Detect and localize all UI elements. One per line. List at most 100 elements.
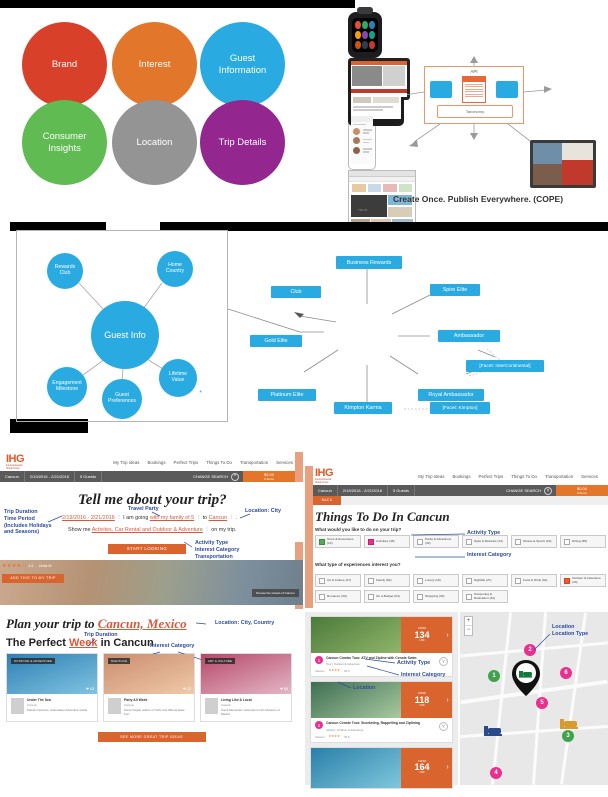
zoom-out-button[interactable]: −	[466, 627, 471, 633]
nav-item-services[interactable]: Services	[276, 459, 293, 465]
checkbox-icon[interactable]	[319, 577, 325, 584]
checkbox-checked-icon[interactable]	[368, 538, 374, 545]
nav-item-things-to-do[interactable]: Things To Do	[511, 473, 537, 479]
filter-shopping[interactable]: Shopping (23)	[413, 590, 459, 604]
filter-on-a-budget[interactable]: On a Budget (64)	[364, 590, 410, 604]
chevron-up-icon[interactable]: ^	[231, 472, 239, 481]
chevron-down-icon[interactable]: ˅	[544, 486, 552, 495]
checkbox-checked-icon[interactable]	[564, 577, 570, 584]
nav-item-bookings[interactable]: Bookings	[147, 459, 166, 465]
expand-listing-icon[interactable]: ˅	[439, 657, 448, 666]
change-search-label[interactable]: CHANGE SEARCH	[193, 474, 228, 480]
filter-label: Shopping (23)	[425, 593, 445, 598]
filter-shows-sports[interactable]: Shows & Sports (19)	[511, 535, 557, 549]
selected-hotel-marker[interactable]	[512, 660, 540, 696]
checkbox-icon[interactable]	[319, 593, 325, 600]
checkbox-icon[interactable]	[466, 538, 472, 545]
checkbox-icon[interactable]	[515, 577, 521, 584]
tour-listing[interactable]: FROM 164 USD ›	[310, 746, 453, 789]
price-value: 134	[414, 629, 430, 640]
filter-luxury[interactable]: Luxury (19)	[413, 574, 459, 588]
chevron-right-icon[interactable]: ›	[443, 617, 452, 653]
checkbox-icon[interactable]	[417, 577, 423, 584]
filter-parks-attractions[interactable]: Parks & Attractions (32)	[413, 535, 459, 549]
trip-card[interactable]: ART & CULTURE ❤ 68 Living Like A Local C…	[200, 653, 292, 722]
nav-item-services[interactable]: Services	[581, 473, 598, 479]
filter-label: Romance (33)	[327, 593, 347, 598]
checkbox-checked-icon[interactable]	[319, 538, 325, 545]
filter-family[interactable]: Family (82)	[364, 574, 410, 588]
travel-party-value[interactable]: with my family of 5	[149, 515, 195, 522]
checkbox-icon[interactable]	[417, 538, 423, 545]
nav-item-my-trip-ideas[interactable]: My Trip Ideas	[418, 473, 445, 479]
nav-item-transportation[interactable]: Transportation	[545, 473, 574, 479]
filter-art-culture[interactable]: Art & Culture (27)	[315, 574, 361, 588]
map-zoom-controls[interactable]: + −	[464, 616, 473, 636]
nav-item-perfect-trips[interactable]: Perfect Trips	[173, 459, 199, 465]
destination-value[interactable]: Cancun	[208, 515, 228, 522]
cart-widget[interactable]: $0.00 0 Items	[243, 471, 295, 483]
ihg-logo-right[interactable]: IHG InterContinental Hotels Group	[315, 468, 334, 484]
trip-dates-value[interactable]: 2/19/2016 - 2/21/2016	[62, 515, 115, 522]
trip-card[interactable]: NIGHTLIFE ❤ 22 Party All Week Cancun Son…	[103, 653, 195, 722]
nav-item-perfect-trips[interactable]: Perfect Trips	[478, 473, 504, 479]
start-looking-button[interactable]: START LOOKING	[108, 544, 186, 555]
filter-food-drink[interactable]: Food & Drink (62)	[511, 574, 557, 588]
filter-spas-retreats[interactable]: Spas & Retreats (13)	[462, 535, 508, 549]
filter-romance[interactable]: Romance (33)	[315, 590, 361, 604]
map-panel[interactable]: + − 1 2 3 4 5 6 Location Location Type	[460, 612, 608, 785]
checkbox-icon[interactable]	[368, 577, 374, 584]
perfect-week-duration[interactable]: Week	[68, 637, 98, 649]
trip-sentence-row2: Show me Activites, Car Rental and Outdoo…	[68, 527, 237, 534]
hotel-icon-blue[interactable]	[484, 724, 504, 736]
map-pin-1[interactable]: 1	[488, 670, 500, 682]
cart-widget[interactable]: $0.00 0 Items	[556, 485, 608, 497]
plan-trip-destination[interactable]: Cancun, Mexico	[97, 616, 187, 631]
chevron-right-icon[interactable]: ›	[443, 682, 452, 719]
back-button[interactable]: BACK	[313, 496, 341, 506]
see-more-trip-ideas-button[interactable]: SEE MORE GREAT TRIP IDEAS	[97, 731, 206, 742]
checkbox-icon[interactable]	[368, 593, 374, 600]
expand-listing-icon[interactable]: ˅	[439, 722, 448, 732]
search-guests[interactable]: 5 Guests	[388, 485, 415, 497]
change-search-label[interactable]: CHANGE SEARCH	[506, 488, 541, 494]
search-dates[interactable]: 2/19/2016 - 2/21/2016	[338, 485, 388, 497]
checkbox-icon[interactable]	[466, 577, 472, 584]
tour-listing[interactable]: FROM 118 USD › 2 Cancun Cenote Tour: Sno…	[310, 681, 453, 743]
checkbox-icon[interactable]	[515, 538, 521, 545]
nav-item-transportation[interactable]: Transportation	[240, 459, 269, 465]
map-pin-2[interactable]: 2	[524, 644, 536, 656]
zoom-in-button[interactable]: +	[465, 618, 472, 626]
search-location[interactable]: Cancun	[0, 471, 25, 483]
map-pin-4[interactable]: 4	[490, 767, 502, 779]
checkbox-icon[interactable]	[417, 593, 423, 600]
showme-value[interactable]: Activites, Car Rental and Outdoor & Adve…	[91, 527, 203, 534]
nav-item-bookings[interactable]: Bookings	[452, 473, 471, 479]
map-canvas[interactable]: + − 1 2 3 4 5 6	[460, 612, 608, 785]
cart-amount: $0.00	[263, 472, 274, 478]
checkbox-icon[interactable]	[564, 538, 570, 545]
map-pin-5[interactable]: 5	[536, 697, 548, 709]
map-pin-6[interactable]: 6	[560, 667, 572, 679]
filter-activities[interactable]: Activities (45)	[364, 535, 410, 549]
filter-tours-excursions[interactable]: Tours & Excursions (12)	[315, 535, 361, 549]
filter-nightlife[interactable]: Nightlife (27)	[462, 574, 508, 588]
tour-listing[interactable]: FROM 134 USD › 1 Cancun Combo Tour: ATV …	[310, 616, 453, 678]
add-to-trip-button[interactable]: ADD THIS TO MY TRIP	[2, 574, 64, 584]
filter-outdoor-adventure[interactable]: Outdoor & Adventure (43)	[560, 574, 606, 588]
filter-dining[interactable]: Dining (85)	[560, 535, 606, 549]
checkbox-icon[interactable]	[466, 593, 472, 600]
ihg-logo[interactable]: IHG InterContinental Hotels Group	[6, 454, 25, 470]
search-guests[interactable]: 5 Guests	[75, 471, 102, 483]
filter-pampering-relaxation[interactable]: Pampering & Relaxation (32)	[462, 590, 508, 604]
search-location[interactable]: Cancun	[313, 485, 338, 497]
nav-item-my-trip-ideas[interactable]: My Trip Ideas	[113, 459, 140, 465]
hotel-icon-gold[interactable]	[560, 717, 580, 729]
annotation-travel-party: Travel Party	[128, 506, 159, 513]
map-pin-3[interactable]: 3	[562, 730, 574, 742]
nav-item-things-to-do[interactable]: Things To Do	[206, 459, 232, 465]
search-dates[interactable]: 2/19/2016 - 2/21/2016	[25, 471, 75, 483]
card-body: Under The Sea Cancun Patrick Carlmoto, U…	[7, 694, 97, 718]
trip-card[interactable]: OUTDOOR & ADVENTURE ❤ 43 Under The Sea C…	[6, 653, 98, 722]
chevron-right-icon[interactable]: ›	[443, 747, 452, 788]
